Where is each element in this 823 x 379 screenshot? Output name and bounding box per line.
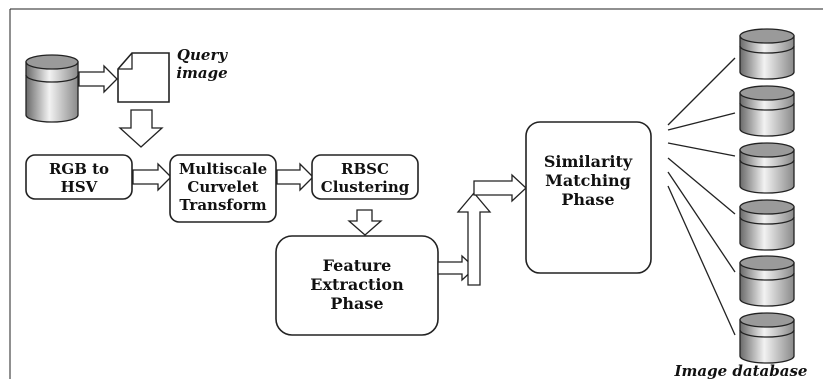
feature-extraction-box [275, 235, 439, 336]
similarity-matching-box [525, 121, 652, 274]
arrow-rbsc-to-feature [347, 209, 383, 236]
similarity-line3: Phase [561, 190, 614, 209]
arrow-up-connector [456, 191, 492, 286]
rbsc-line1: RBSC [341, 160, 389, 178]
query-image-fold [118, 53, 133, 70]
curvelet-line3: Transform [179, 196, 266, 214]
rgb-to-hsv-line2: HSV [61, 178, 98, 196]
query-label-line1: Query [177, 46, 228, 64]
rgb-to-hsv-line1: RGB to [49, 160, 109, 178]
image-database-icon [739, 28, 795, 364]
curvelet-transform-box [169, 154, 277, 223]
similarity-line1: Similarity [544, 152, 633, 171]
query-image-icon [117, 52, 170, 103]
arrow-curvelet-to-rbsc [276, 162, 314, 192]
curvelet-line2: Curvelet [187, 178, 258, 196]
arrow-rgb-to-curvelet [132, 162, 172, 192]
query-database-icon [25, 54, 79, 123]
curvelet-line1: Multiscale [179, 160, 267, 178]
rbsc-clustering-box [311, 154, 419, 200]
database-connection-lines [667, 57, 736, 336]
similarity-line2: Matching [545, 171, 631, 190]
arrow-database-to-query [78, 64, 118, 94]
feature-line3: Phase [330, 294, 383, 313]
arrow-query-to-rgb [118, 109, 164, 148]
feature-line1: Feature [323, 256, 392, 275]
rgb-to-hsv-box [25, 154, 133, 200]
image-database-caption: Image database [674, 362, 808, 379]
feature-line2: Extraction [310, 275, 404, 294]
arrow-into-similarity [473, 173, 527, 203]
rbsc-line2: Clustering [321, 178, 410, 196]
query-label-line2: image [176, 64, 227, 82]
